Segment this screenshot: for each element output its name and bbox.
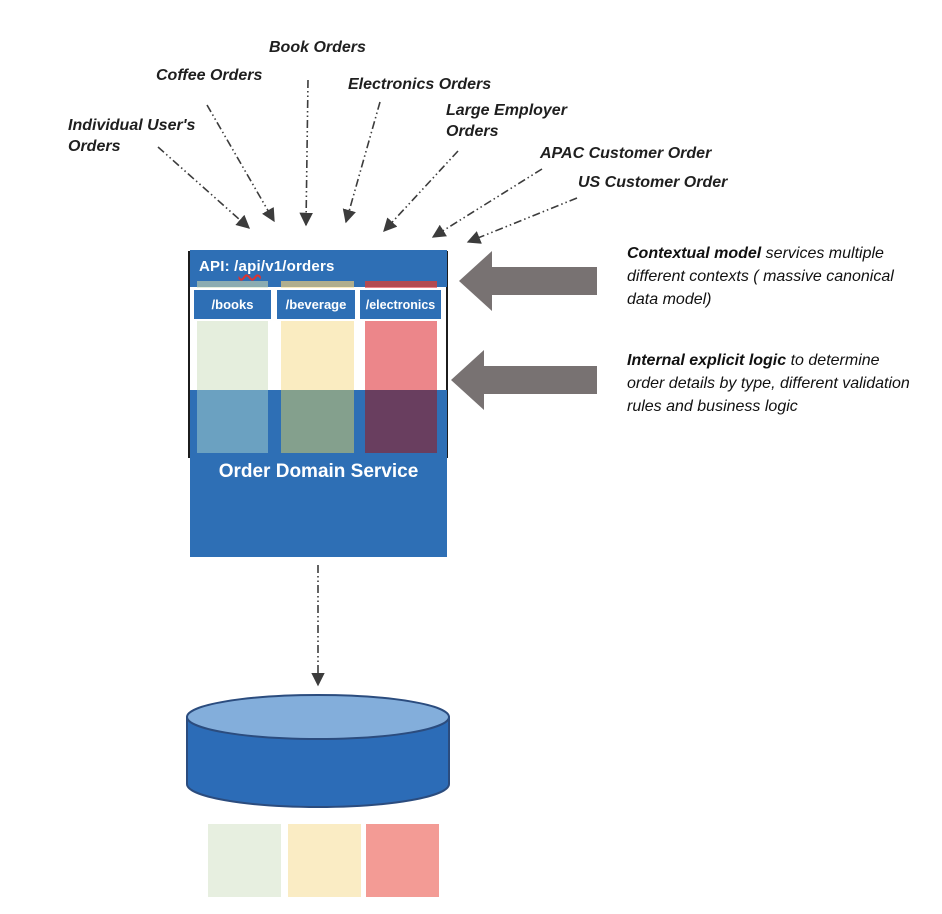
- api-header-band: [190, 250, 447, 287]
- legend-swatch-books: [208, 824, 281, 897]
- database-cylinder-top: [186, 694, 450, 740]
- label-us-customer-order: US Customer Order: [578, 174, 728, 191]
- beverage-column-header-strip: [281, 281, 354, 287]
- connector-large-employer-orders: [383, 150, 459, 232]
- books-column-dark-block: [197, 390, 268, 453]
- block-arrow-contextual-model: [459, 251, 597, 311]
- connector-book-orders: [299, 79, 313, 227]
- annotation-contextual-model-lead: Contextual model: [627, 245, 762, 262]
- books-column-header-strip: [197, 281, 268, 287]
- connector-individual-users-orders: [157, 146, 251, 229]
- electronics-column-dark-block: [365, 390, 437, 453]
- api-endpoint-prefix: API: /: [199, 258, 239, 275]
- annotation-internal-logic-lead: Internal explicit logic: [627, 352, 787, 369]
- api-endpoint-misspelled-word: api: [238, 258, 261, 275]
- label-electronics-orders: Electronics Orders: [348, 76, 492, 93]
- legend-swatch-electronics: [366, 824, 439, 897]
- tab-books: /books: [192, 288, 273, 321]
- connector-electronics-orders: [342, 101, 381, 224]
- label-coffee-orders: Coffee Orders: [156, 67, 263, 84]
- beverage-column-dark-block: [281, 390, 354, 453]
- tab-beverage: /beverage: [275, 288, 357, 321]
- tab-electronics: /electronics: [358, 288, 443, 321]
- database-cylinder-body: [186, 717, 450, 808]
- annotation-internal-logic: Internal explicit logic to determine ord…: [627, 349, 913, 418]
- label-individual-users-orders: Individual User's Orders: [68, 117, 196, 155]
- label-book-orders: Book Orders: [269, 39, 366, 56]
- annotation-internal-logic-body: to determine order details by type, diff…: [627, 352, 910, 415]
- legend-swatch-beverage: [288, 824, 361, 897]
- connector-coffee-orders: [206, 104, 275, 223]
- electronics-column-header-strip: [365, 281, 437, 287]
- order-domain-service-title: Order Domain Service: [218, 461, 419, 482]
- annotation-contextual-model-body: services multiple different contexts ( m…: [627, 245, 894, 308]
- database-cylinder: [186, 694, 450, 808]
- block-arrow-internal-logic: [451, 350, 597, 410]
- connector-apac-customer-order: [431, 168, 543, 238]
- connector-us-customer-order: [466, 197, 578, 244]
- api-endpoint-label: API: /api/v1/orders: [199, 258, 335, 275]
- label-large-employer-orders: Large Employer Orders: [446, 102, 567, 140]
- label-apac-customer-order: APAC Customer Order: [540, 145, 712, 162]
- api-endpoint-suffix: /v1/orders: [260, 258, 335, 275]
- annotation-contextual-model: Contextual model services multiple diffe…: [627, 242, 899, 311]
